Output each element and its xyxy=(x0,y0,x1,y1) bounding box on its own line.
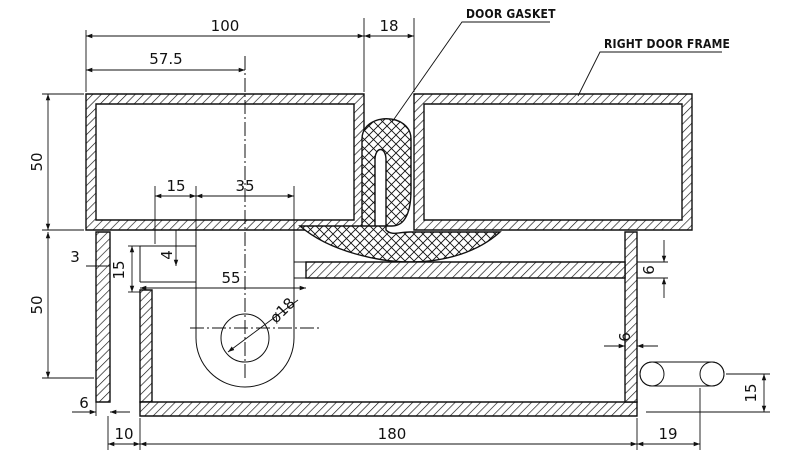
hinge-plate xyxy=(139,232,306,388)
dimension-15-35: 15 35 xyxy=(154,177,295,244)
right-door-frame-callout: RIGHT DOOR FRAME xyxy=(577,37,730,97)
right-door-frame xyxy=(413,93,693,231)
dimension-35-label: 35 xyxy=(235,177,254,195)
dimension-100-label: 100 xyxy=(211,17,240,35)
dimension-6-right: 6 xyxy=(637,240,668,298)
dimension-18-label: 18 xyxy=(379,17,398,35)
dimension-57-5: 57.5 xyxy=(86,50,245,73)
dimension-15-handle: 15 xyxy=(646,373,770,413)
left-door-frame xyxy=(85,93,365,231)
dimension-15-side-label: 15 xyxy=(110,260,128,279)
dimension-10-label: 10 xyxy=(114,425,133,443)
dimension-50-top-label: 50 xyxy=(28,152,46,171)
dimension-3-label: 3 xyxy=(70,248,80,266)
dimension-57-5-label: 57.5 xyxy=(149,50,182,68)
dimension-100: 100 xyxy=(85,17,365,92)
dimension-18: 18 xyxy=(364,17,415,92)
dimension-50-top: 50 xyxy=(28,93,84,231)
dimension-6-right-label: 6 xyxy=(640,265,658,275)
dimension-50-bottom-label: 50 xyxy=(28,295,46,314)
dimension-3: 3 xyxy=(70,248,110,267)
dimension-6-inner-label: 6 xyxy=(616,332,634,342)
dimension-4-label: 4 xyxy=(158,250,176,260)
door-gasket xyxy=(298,118,502,263)
dimension-50-bottom: 50 xyxy=(28,232,94,379)
bottom-housing xyxy=(95,231,638,417)
dimension-19-label: 19 xyxy=(658,425,677,443)
handle xyxy=(639,361,725,387)
door-gasket-label: DOOR GASKET xyxy=(466,7,556,21)
dimension-6-left: 6 xyxy=(72,386,130,416)
dimension-15-side: 15 xyxy=(110,245,140,293)
dimension-15-slot-label: 15 xyxy=(166,177,185,195)
hinge-hole xyxy=(220,313,270,363)
dimension-4: 4 xyxy=(158,230,179,266)
dimension-55: 55 xyxy=(140,269,306,291)
dimension-55-label: 55 xyxy=(221,269,240,287)
dimension-6-inner: 6 xyxy=(604,332,658,349)
dimension-bottom-chain: 10 180 19 xyxy=(107,388,701,450)
dimension-15-handle-label: 15 xyxy=(742,383,760,402)
dimension-6-left-label: 6 xyxy=(79,394,89,412)
center-lines xyxy=(190,56,320,380)
dimension-180-label: 180 xyxy=(378,425,407,443)
door-gasket-callout: DOOR GASKET xyxy=(391,7,556,123)
right-door-frame-label: RIGHT DOOR FRAME xyxy=(604,37,730,51)
